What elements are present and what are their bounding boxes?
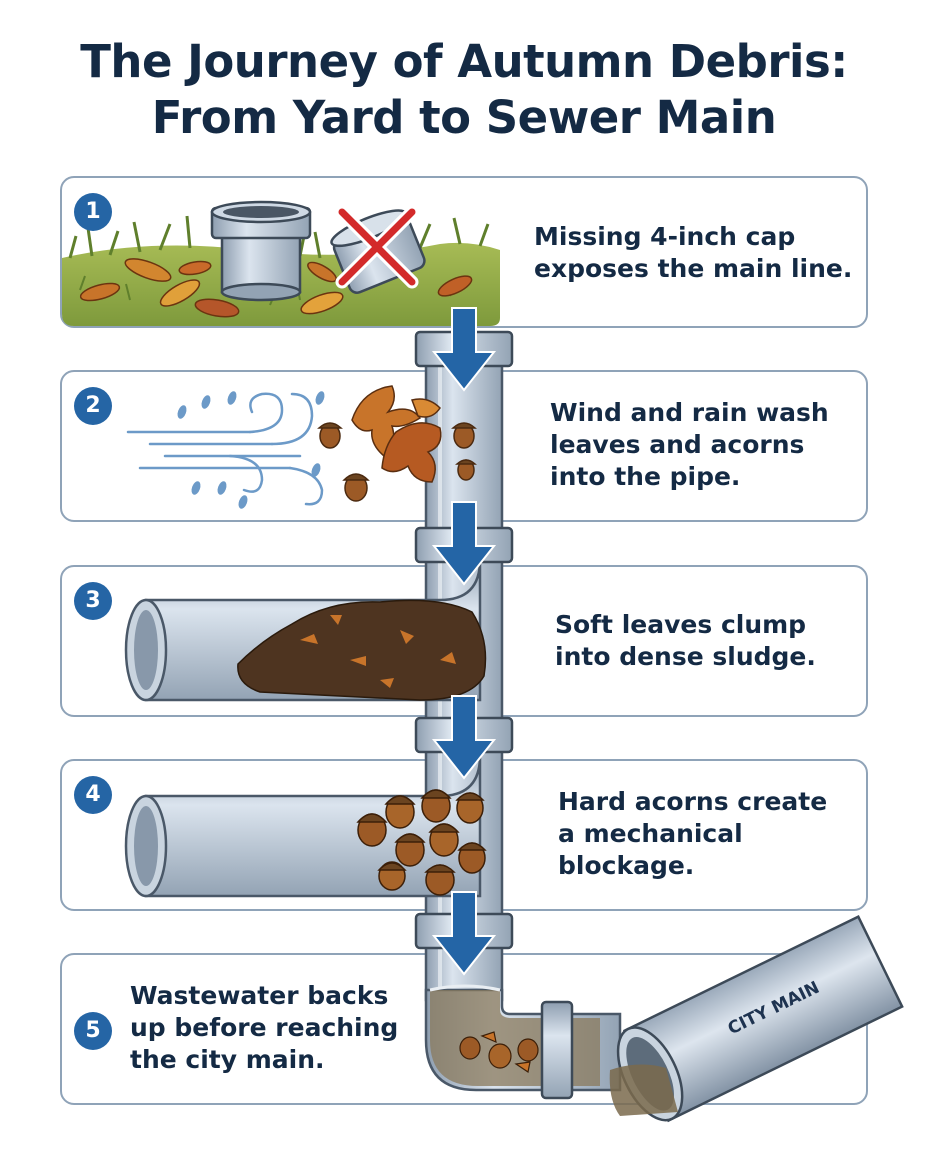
city-main-pipe (609, 915, 904, 1123)
branch-pipe-acorns (124, 755, 487, 898)
page-title: The Journey of Autumn Debris: From Yard … (0, 34, 928, 146)
acorn-icon (317, 422, 477, 502)
step-1-text: Missing 4-inch cap exposes the main line… (534, 222, 853, 283)
oak-leaf-icon (351, 385, 442, 483)
step-3-text: Soft leaves clump into dense sludge. (555, 610, 816, 671)
title-line-2: From Yard to Sewer Main (151, 91, 777, 144)
step-3-badge: 3 (74, 582, 112, 620)
step-4-text: Hard acorns create a mechanical blockage… (558, 787, 828, 880)
down-arrow-icon (431, 307, 497, 976)
branch-pipe-sludge (124, 559, 487, 702)
elbow-pipe (424, 984, 622, 1100)
leaf-pile-icon (79, 258, 473, 318)
step-4-badge: 4 (74, 776, 112, 814)
title-line-1: The Journey of Autumn Debris: (80, 35, 848, 88)
step-5-badge: 5 (74, 1012, 112, 1050)
wind-rain-icon (126, 392, 324, 506)
step-2-badge: 2 (74, 387, 112, 425)
x-mark-icon (335, 205, 419, 289)
cleanout-pipe-icon (210, 200, 312, 302)
step-2-text: Wind and rain wash leaves and acorns int… (550, 398, 829, 491)
step-1-badge: 1 (74, 193, 112, 231)
raindrop-icon (177, 391, 325, 509)
step-5-text: Wastewater backs up before reaching the … (130, 981, 399, 1074)
